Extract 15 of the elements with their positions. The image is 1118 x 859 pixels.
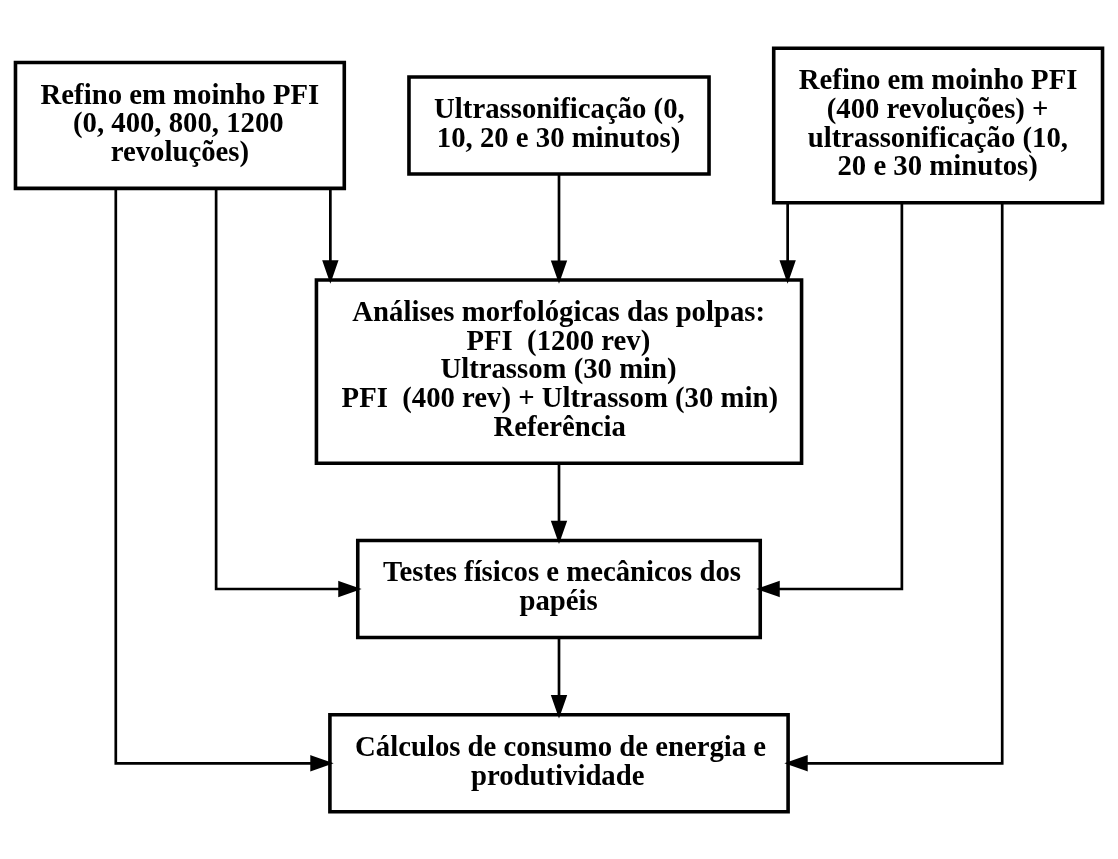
arrow [779, 202, 796, 284]
node-box: Testes físicos e mecânicos dos papéis [355, 538, 763, 639]
node-box: Refino em moinho PFI (0, 400, 800, 1200 revoluções) [13, 60, 347, 190]
arrow [114, 187, 334, 771]
arrow [550, 173, 568, 284]
arrow [322, 188, 339, 284]
arrow [550, 463, 568, 544]
node-box: Análises morfológicas das polpas: PFI (1200 rev) Ultrassom (30 min) PFI (400 rev) + Ultrassom (30 min) Referência [314, 277, 804, 465]
arrow [550, 637, 568, 718]
node-box: Ultrassonificação (0, 10, 20 e 30 minutos) [407, 74, 711, 176]
arrow [756, 202, 904, 597]
arrow [784, 202, 1004, 771]
node-box: Refino em moinho PFI (400 revoluções) + ultrassonificação (10, 20 e 30 minutos) [771, 45, 1105, 204]
arrow [214, 187, 362, 597]
node-box: Cálculos de consumo de energia e produtividade [328, 712, 790, 814]
